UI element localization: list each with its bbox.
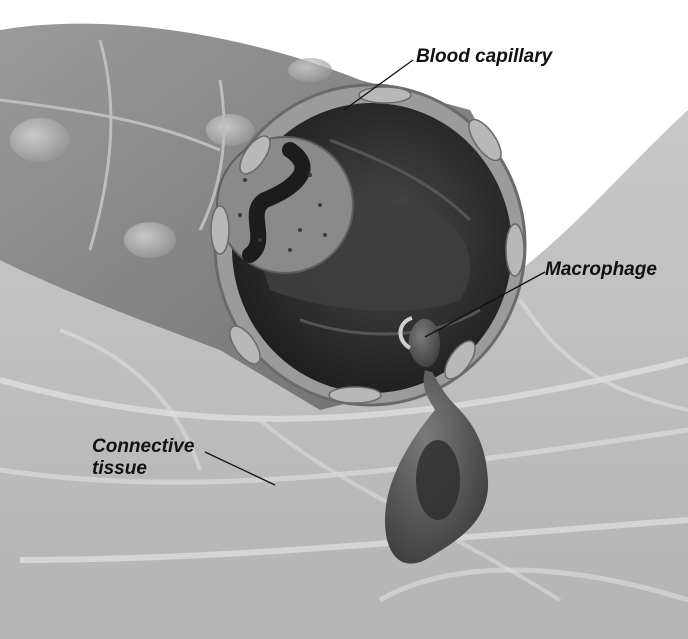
macrophage-label: Macrophage — [545, 259, 657, 281]
connective-tissue-label: Connective tissue — [92, 436, 194, 480]
blood-capillary-label: Blood capillary — [416, 46, 552, 68]
